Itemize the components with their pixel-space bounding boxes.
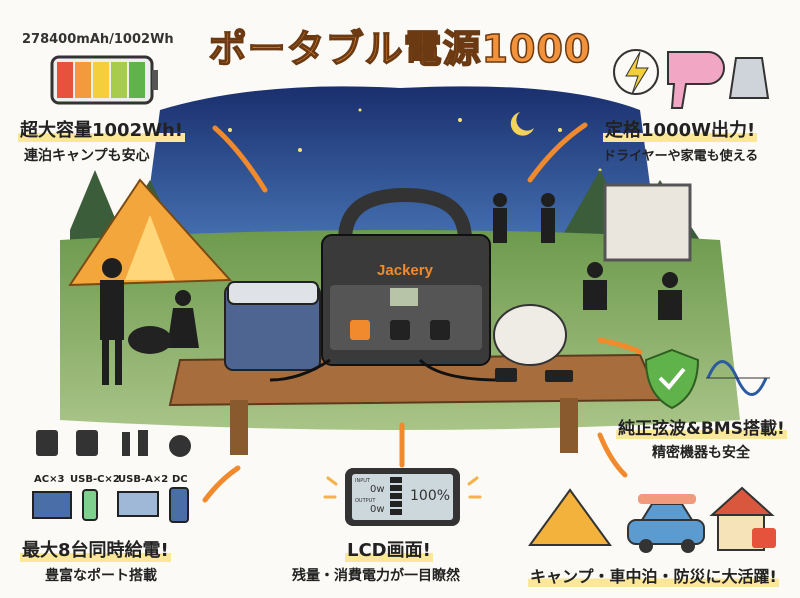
rice-cooker <box>493 304 567 366</box>
usage-headline: キャンプ・車中泊・防災に大活躍! <box>528 563 779 587</box>
night-sky <box>140 86 660 260</box>
projector-screen <box>603 183 692 262</box>
port-label-ac: AC×3 <box>34 474 65 485</box>
port-label-dc: DC <box>172 474 188 485</box>
brand-logo: Jackery <box>377 262 434 279</box>
safety-sub: 精密機器も安全 <box>652 445 750 461</box>
house-icon <box>709 486 776 551</box>
port-label-usb-c: USB-C×2 <box>70 474 120 485</box>
capacity-spec: 278400mAh/1002Wh <box>22 32 174 47</box>
lightning-icon <box>613 49 659 95</box>
arrows <box>202 122 643 503</box>
safety-headline: 純正弦波&BMS搭載! <box>616 414 787 439</box>
car-icon <box>627 494 705 553</box>
capacity-sub: 連泊キャンプも安心 <box>24 148 150 164</box>
lcd-battery-icon <box>390 477 402 517</box>
people-silhouettes <box>100 193 682 385</box>
capacity-headline: 超大容量1002Wh! <box>18 116 185 142</box>
moon-icon <box>510 112 534 136</box>
lcd-output-value: 0w <box>370 504 385 515</box>
kettle-icon <box>728 57 770 99</box>
lcd-sub: 残量・消費電力が一目瞭然 <box>292 568 460 584</box>
shield-check-icon <box>644 348 700 410</box>
port-icons <box>36 430 191 457</box>
port-label-usb-a: USB-A×2 <box>118 474 169 485</box>
ports-headline: 最大8台同時給電! <box>20 536 171 562</box>
tent-icon <box>528 488 612 546</box>
output-sub: ドライヤーや家電も使える <box>603 149 759 164</box>
device-icons <box>32 487 189 523</box>
battery-icon <box>50 55 158 105</box>
page-title: ポータブル電源1000 <box>208 26 592 72</box>
ports-sub: 豊富なポート搭載 <box>45 568 157 584</box>
lcd-headline: LCD画面! <box>345 536 433 562</box>
power-station <box>321 187 491 366</box>
lcd-input-value: 0w <box>370 484 385 495</box>
hair-dryer-icon <box>667 51 725 109</box>
lcd-output-label: OUTPUT <box>355 498 376 504</box>
output-headline: 定格1000W出力! <box>603 116 758 142</box>
lcd-battery-percent: 100% <box>410 488 451 504</box>
lcd-input-label: INPUT <box>355 478 370 484</box>
